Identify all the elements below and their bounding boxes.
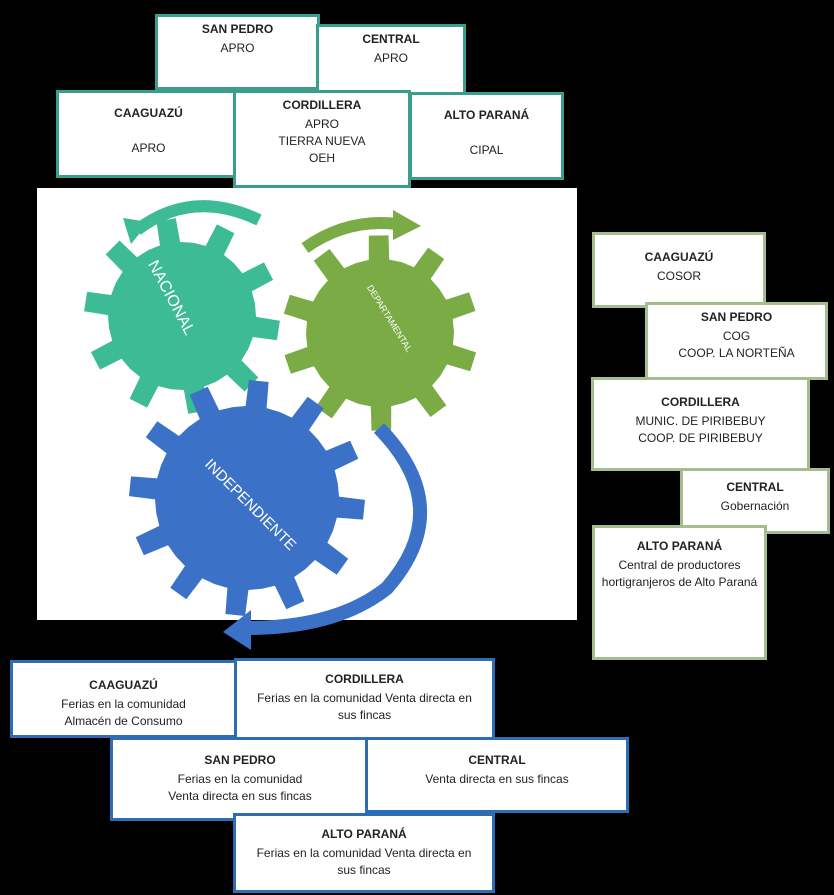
departmental-arrow xyxy=(301,217,398,253)
box-title: CORDILLERA xyxy=(661,395,740,409)
box-line: COOP. LA NORTEÑA xyxy=(678,346,795,360)
independent-box-cordillera: CORDILLERA Ferias en la comunidad Venta … xyxy=(234,658,495,742)
box-line: CIPAL xyxy=(469,143,504,157)
box-title: CORDILLERA xyxy=(325,672,404,686)
box-title: CENTRAL xyxy=(468,753,526,767)
box-line: OEH xyxy=(308,151,335,165)
box-line: Central de productores hortigranjeros de… xyxy=(601,558,758,589)
box-line: Venta directa en sus fincas xyxy=(425,772,569,786)
box-line: COOP. DE PIRIBEBUY xyxy=(638,431,763,445)
independent-arrowhead xyxy=(223,610,251,650)
box-title: ALTO PARANÁ xyxy=(443,108,530,122)
box-title: SAN PEDRO xyxy=(201,22,274,36)
box-line: MUNIC. DE PIRIBEBUY xyxy=(635,414,766,428)
box-line: Gobernación xyxy=(720,499,790,513)
independent-box-san-pedro: SAN PEDRO Ferias en la comunidad Venta d… xyxy=(110,737,370,821)
independent-box-caaguazu: CAAGUAZÚ Ferias en la comunidad Almacén … xyxy=(10,660,237,738)
national-box-san-pedro: SAN PEDRO APRO xyxy=(155,14,320,90)
national-box-central: CENTRAL APRO xyxy=(316,24,466,98)
departmental-arrowhead xyxy=(393,210,421,240)
independent-box-central: CENTRAL Venta directa en sus fincas xyxy=(365,737,629,813)
departmental-box-alto-parana: ALTO PARANÁ Central de productores horti… xyxy=(592,525,767,660)
national-arrow xyxy=(133,200,262,235)
national-arrowhead xyxy=(123,218,149,244)
box-title: CAAGUAZÚ xyxy=(114,106,183,120)
box-line: Venta directa en sus fincas xyxy=(168,789,312,803)
box-title: ALTO PARANÁ xyxy=(321,827,407,841)
box-title: SAN PEDRO xyxy=(204,753,276,767)
departmental-box-san-pedro: SAN PEDRO COG COOP. LA NORTEÑA xyxy=(645,302,828,380)
national-box-caaguazu: CAAGUAZÚ APRO xyxy=(56,90,241,178)
departmental-gear xyxy=(283,235,477,431)
box-line: COSOR xyxy=(656,269,701,283)
national-box-cordillera: CORDILLERA APRO TIERRA NUEVA OEH xyxy=(233,90,411,188)
box-title: CAAGUAZÚ xyxy=(644,250,714,264)
box-title: CENTRAL xyxy=(726,480,784,494)
departmental-box-cordillera: CORDILLERA MUNIC. DE PIRIBEBUY COOP. DE … xyxy=(591,377,810,471)
box-title: CORDILLERA xyxy=(282,98,362,112)
box-line: COG xyxy=(722,329,751,343)
box-line: Ferias en la comunidad xyxy=(177,772,303,786)
box-line: Ferias en la comunidad Venta directa en … xyxy=(257,691,472,722)
box-title: SAN PEDRO xyxy=(700,310,773,324)
box-line: APRO xyxy=(373,51,408,65)
box-title: CAAGUAZÚ xyxy=(89,678,158,692)
box-line: Ferias en la comunidad xyxy=(61,697,186,711)
independent-gear xyxy=(129,380,365,616)
box-title: ALTO PARANÁ xyxy=(636,539,723,553)
independent-arrow xyxy=(246,423,428,635)
box-title: CENTRAL xyxy=(362,32,420,46)
independent-box-alto-parana: ALTO PARANÁ Ferias en la comunidad Venta… xyxy=(233,813,495,893)
box-line: APRO xyxy=(220,41,255,55)
box-line: TIERRA NUEVA xyxy=(278,134,366,148)
box-line: Ferias en la comunidad Venta directa en … xyxy=(256,846,472,877)
box-line: APRO xyxy=(131,141,166,155)
box-line: Almacén de Consumo xyxy=(64,714,183,728)
departmental-box-caaguazu: CAAGUAZÚ COSOR xyxy=(592,232,766,308)
national-box-alto-parana: ALTO PARANÁ CIPAL xyxy=(409,92,564,180)
national-gear xyxy=(84,218,280,414)
gears-diagram: NACIONAL DEPARTAMENTAL INDEPENDIENTE xyxy=(84,200,477,650)
box-line: APRO xyxy=(304,117,339,131)
